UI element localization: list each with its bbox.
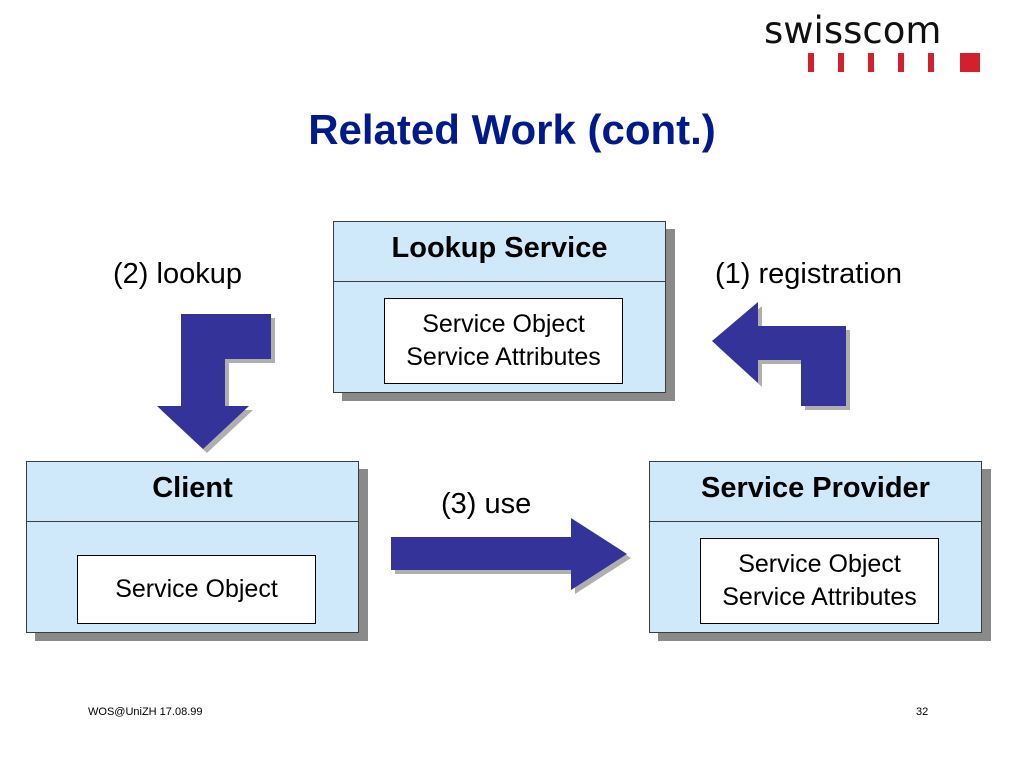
- service-attributes-label: Service Attributes: [406, 343, 601, 371]
- lookup-service-header: Lookup Service: [334, 222, 665, 282]
- use-arrow-icon: [391, 518, 631, 594]
- client-object-box: Service Object: [77, 555, 316, 624]
- lookup-arrow-icon: [157, 314, 275, 453]
- logo-bar: [898, 53, 904, 72]
- service-provider-object-box: Service Object Service Attributes: [700, 538, 939, 624]
- logo-wordmark: swisscom: [764, 9, 942, 52]
- service-attributes-label: Service Attributes: [722, 583, 917, 611]
- registration-arrow-icon: [712, 302, 850, 410]
- logo-bar: [808, 53, 814, 72]
- use-label: (3) use: [441, 488, 532, 520]
- registration-label: (1) registration: [715, 258, 902, 290]
- service-provider-box: Service Provider Service Object Service …: [649, 461, 982, 633]
- service-object-label: Service Object: [422, 310, 585, 338]
- logo-square: [960, 53, 980, 72]
- logo-bar: [868, 53, 874, 72]
- service-object-label: Service Object: [738, 550, 901, 578]
- page-number: 32: [916, 706, 929, 718]
- logo-bar: [928, 53, 934, 72]
- footer-left-text: WOS@UniZH 17.08.99: [88, 706, 203, 718]
- service-provider-header: Service Provider: [650, 462, 981, 522]
- client-header: Client: [27, 462, 358, 522]
- lookup-label: (2) lookup: [113, 258, 242, 290]
- service-object-label: Service Object: [115, 575, 278, 603]
- swisscom-logo: swisscom: [764, 9, 980, 72]
- slide-title: Related Work (cont.): [308, 106, 716, 153]
- client-box: Client Service Object: [26, 461, 359, 633]
- lookup-service-object-box: Service Object Service Attributes: [384, 298, 623, 384]
- logo-bar: [838, 53, 844, 72]
- lookup-service-box: Lookup Service Service Object Service At…: [333, 221, 666, 393]
